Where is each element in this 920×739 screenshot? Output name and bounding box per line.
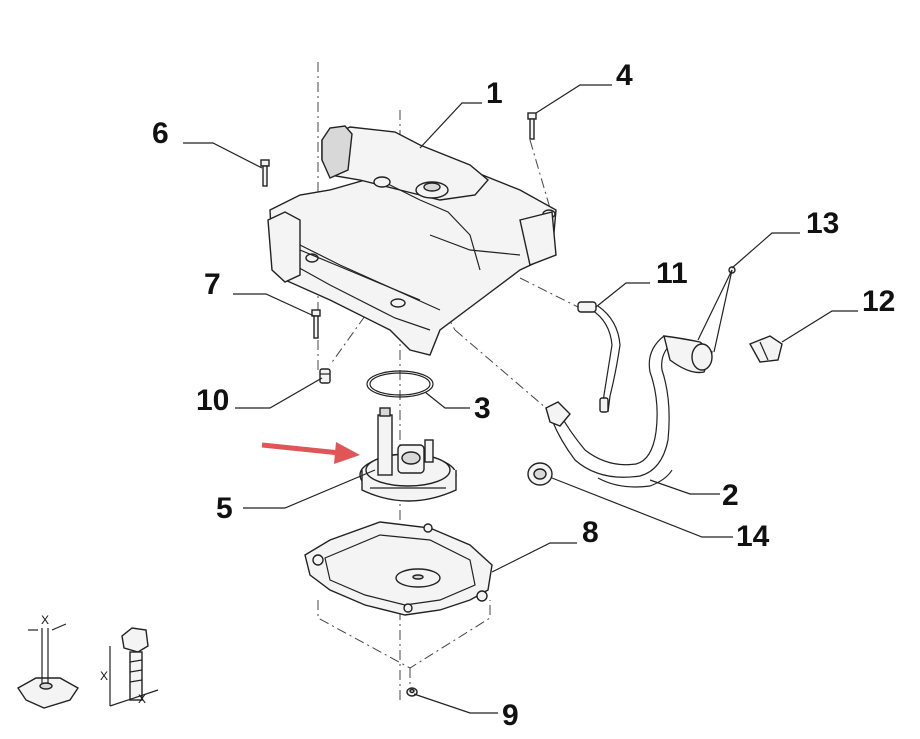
cover-plate-part-8	[304, 521, 493, 616]
legend-dimension-icons: X X X	[16, 613, 159, 709]
filler-hose-part-2	[545, 335, 713, 488]
callout-labels: 1 2 3 4 5 6 7 8 9 10 11 12 13 14	[152, 59, 895, 732]
callout-12: 12	[862, 285, 895, 318]
callout-6: 6	[152, 117, 169, 150]
vent-line-part-11	[577, 301, 621, 413]
callout-1: 1	[486, 77, 503, 110]
callout-9: 9	[502, 699, 519, 732]
clip-connector-part-12	[749, 335, 783, 363]
callout-8: 8	[582, 516, 599, 549]
tank-assembly	[267, 125, 557, 356]
legend-x-label-2: X	[100, 669, 108, 683]
leader-lines	[183, 84, 858, 714]
bolt-part-6	[260, 159, 270, 187]
legend-x-label-1: X	[41, 613, 49, 627]
callout-3: 3	[474, 392, 491, 425]
callout-7: 7	[204, 268, 221, 301]
bolt-part-4	[527, 112, 537, 140]
legend-x-label-3: X	[138, 692, 146, 706]
callout-2: 2	[722, 479, 739, 512]
callout-14: 14	[736, 520, 770, 553]
callout-13: 13	[806, 207, 839, 240]
seal-ring-part-3	[366, 370, 434, 398]
pump-module-part-5	[359, 407, 457, 502]
bolt-part-7	[311, 309, 321, 339]
callout-4: 4	[616, 59, 633, 92]
highlight-arrow	[261, 442, 360, 464]
callout-5: 5	[216, 492, 233, 525]
nut-part-10	[319, 368, 331, 384]
clamp-part-14	[527, 462, 553, 486]
callout-10: 10	[196, 384, 229, 417]
callout-11: 11	[656, 257, 688, 290]
